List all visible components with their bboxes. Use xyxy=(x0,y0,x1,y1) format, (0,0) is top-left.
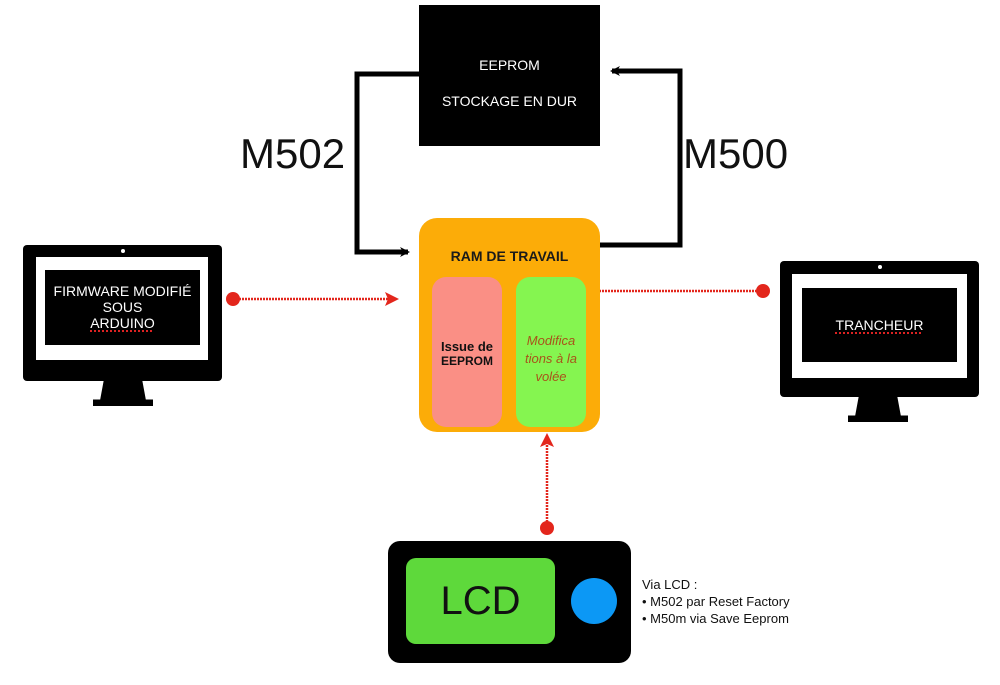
ram-live-line1: Modifica xyxy=(526,333,576,348)
lcd-note-text: M502 par Reset Factory xyxy=(650,594,790,609)
eeprom-title: EEPROM xyxy=(479,57,540,73)
ram-eeprom-line2: EEPROM xyxy=(440,354,493,368)
eeprom-subtitle: STOCKAGE EN DUR xyxy=(441,93,578,109)
camera-icon xyxy=(878,265,882,269)
lcd-note-text: M50m via Save Eeprom xyxy=(650,611,789,626)
firmware-screen: FIRMWARE MODIFIÉ SOUS ARDUINO xyxy=(45,270,200,345)
ram-eeprom-section: Issue de EEPROM xyxy=(432,277,502,427)
lcd-device: LCD xyxy=(388,541,631,663)
lcd-knob xyxy=(571,578,617,624)
ram-eeprom-line1: Issue de xyxy=(440,339,494,354)
firmware-monitor: FIRMWARE MODIFIÉ SOUS ARDUINO xyxy=(23,245,222,407)
lcd-note-item: • M50m via Save Eeprom xyxy=(642,611,789,626)
ram-block: RAM DE TRAVAIL Issue de EEPROM Modifica … xyxy=(419,218,600,432)
firmware-line3: ARDUINO xyxy=(90,315,155,331)
slicer-label: TRANCHEUR xyxy=(835,317,924,333)
eeprom-box: EEPROM STOCKAGE EN DUR xyxy=(419,5,600,146)
ram-title: RAM DE TRAVAIL xyxy=(450,248,569,264)
slicer-screen: TRANCHEUR xyxy=(802,288,957,362)
monitor-stand xyxy=(93,380,153,406)
lcd-screen: LCD xyxy=(406,558,555,644)
ram-live-changes-section: Modifica tions à la volée xyxy=(516,277,586,427)
m502-arrow xyxy=(354,71,419,257)
lcd-to-ram-connector xyxy=(540,433,554,535)
m500-label: M500 xyxy=(683,130,789,177)
lcd-note-item: • M502 par Reset Factory xyxy=(642,594,790,609)
m500-arrow xyxy=(600,66,683,248)
lcd-notes: Via LCD : • M502 par Reset Factory • M50… xyxy=(642,576,790,627)
lcd-notes-title: Via LCD : xyxy=(642,577,698,592)
ram-live-line2: tions à la xyxy=(524,351,578,366)
firmware-line1: FIRMWARE MODIFIÉ xyxy=(53,283,192,299)
ram-eeprom-section-label: Issue de EEPROM xyxy=(432,339,502,369)
firmware-line2: SOUS xyxy=(102,299,143,315)
m502-label: M502 xyxy=(240,130,346,177)
firmware-to-ram-connector xyxy=(226,292,399,306)
ram-live-line3: volée xyxy=(535,369,567,384)
camera-icon xyxy=(121,249,125,253)
slicer-monitor: TRANCHEUR xyxy=(780,261,979,423)
monitor-stand xyxy=(848,396,908,422)
ram-live-changes-label: Modifica tions à la volée xyxy=(516,332,586,386)
